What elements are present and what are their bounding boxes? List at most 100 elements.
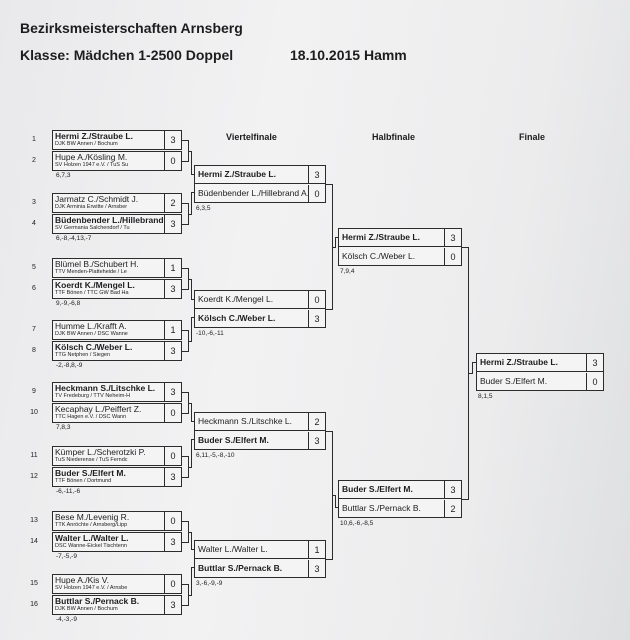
bracket-line [326,184,332,185]
bracket-line [191,532,192,550]
row-divider [195,430,325,431]
bracket-line [188,532,191,533]
bracket-line [182,477,188,478]
player-entry: Buttlar S./Pernack B.DJK BW Annen / Boch… [52,595,182,615]
pair-name: Koerdt K./Mengel L. [198,294,274,304]
match-row: Buttlar S./Pernack B.2 [339,500,461,518]
match-row: Buttlar S./Pernack B.3 [195,560,325,578]
bracket-line [182,330,188,331]
bracket-line [191,151,192,175]
match-score: 3 [164,280,181,298]
pair-name: Hermi Z./Straube L. [480,357,558,367]
entry-names: Koerdt K./Mengel L.TTF Bönen / TTC GW Ba… [55,280,163,296]
player-entry: Kecaphay L./Peiffert Z.TTC Hagen e.V. / … [52,403,182,423]
club-name: DJK BW Annen / DSC Wanne [55,331,128,337]
pair-name: Hermi Z./Straube L. [342,232,420,242]
pair-name: Kölsch C./Weber L. [342,251,416,261]
match-score: 3 [164,468,181,486]
pair-name: Buder S./Elfert M. [55,468,126,478]
set-results: -2,-8,8,-9 [56,362,83,369]
club-name: TuS Niederense / TuS Ferndc [55,457,128,463]
bracket-line [191,317,192,342]
pair-name: Hermi Z./Straube L. [198,169,276,179]
pair-name: Büdenbender L./Hillebrand A. [198,188,310,198]
club-name: TTK Anröchte / Arnsberg/Lipp [55,522,128,528]
bracket-line [191,439,194,440]
round-header-quarterfinal: Viertelfinale [226,132,277,142]
club-name: SV Germania Salchendorf / Tu [55,225,130,231]
seed-number: 3 [32,199,36,206]
seed-number: 4 [32,220,36,227]
seed-number: 13 [30,517,38,524]
pair-name: Kümper L./Scherotzki P. [55,447,146,457]
entry-names: Jarmatz C./Schmidt J.DJK Arminia Erwitte… [55,194,163,210]
class-title: Klasse: Mädchen 1-2500 Doppel [20,47,234,63]
match-score: 3 [308,166,325,184]
match-score: 0 [164,404,181,422]
bracket-line [472,362,473,374]
entry-names: Buder S./Elfert M.TTF Bönen / Dortmund [55,468,163,484]
match-score: 0 [308,291,325,309]
player-entry: Kümper L./Scherotzki P.TuS Niederense / … [52,446,182,466]
bracket-line [191,567,192,596]
match-score: 2 [308,413,325,431]
bracket-line [188,467,191,468]
set-results: -7,-5,-9 [56,553,77,560]
match-row: Kölsch C./Weber L.3 [195,310,325,328]
seed-number: 16 [30,601,38,608]
bracket-line [182,605,188,606]
bracket-line [462,499,468,500]
match-score: 0 [164,152,181,170]
entry-names: Heckmann S./Litschke L.TV Fredeburg / TT… [55,383,163,399]
entry-names: Bese M./Levenig R.TTK Anröchte / Arnsber… [55,512,163,528]
club-name: TTV Menden-Platteheide / Le [55,269,127,275]
club-name: TTC Hagen e.V. / DSC Wann [55,414,127,420]
entry-names: Kölsch C./Weber L.TTG Netphen / Siegen [55,342,163,358]
seed-number: 12 [30,473,38,480]
bracket-line [326,309,332,310]
club-name: DJK Arminia Erwitte / Arnsber [55,204,128,210]
match-row: Hermi Z./Straube L.3 [477,354,603,372]
bracket-line [188,595,191,596]
match-row: Heckmann S./Litschke L.2 [195,413,325,431]
player-entry: Hupe A./Kösling M.SV Holzen 1947 e.V. / … [52,151,182,171]
bracket-line [182,161,188,162]
bracket-line [182,140,188,141]
bracket-line [188,279,191,280]
pair-name: Walter L./Walter L. [55,533,129,543]
club-name: TTF Bönen / Dortmund [55,478,112,484]
entry-names: Kümper L./Scherotzki P.TuS Niederense / … [55,447,163,463]
round-header-semifinal: Halbfinale [372,132,416,142]
pair-name: Buttlar S./Pernack B. [342,503,421,513]
entry-names: Hupe A./Kösling M.SV Holzen 1947 e.V. / … [55,152,163,168]
entry-names: Blümel B./Schubert H.TTV Menden-Plattehe… [55,259,163,275]
pair-name: Hupe A./Kis V. [55,575,110,585]
match-score: 3 [308,310,325,328]
pair-name: Buttlar S./Pernack B. [55,596,140,606]
match-row: Kölsch C./Weber L.0 [339,248,461,266]
match-row: Hermi Z./Straube L. 3 [339,229,461,247]
match-row: Buder S./Elfert M.0 [477,373,603,391]
bracket-line [191,279,192,300]
set-results: 6,3,5 [196,205,211,212]
match-score: 1 [308,541,325,559]
entry-names: Walter L./Walter L.DSC Wanne-Eickel Tisc… [55,533,163,549]
row-divider [339,246,461,247]
match-score: 0 [164,512,181,530]
bracket-line [191,403,192,422]
player-entry: Jarmatz C./Schmidt J.DJK Arminia Erwitte… [52,193,182,213]
club-name: DJK BW Annen / Bochum [55,141,118,147]
seed-number: 9 [32,388,36,395]
row-divider [195,183,325,184]
match-score: 3 [444,229,461,247]
club-name: SV Holzen 1947 e.V. / Arnsbe [55,585,128,591]
pair-name: Jarmatz C./Schmidt J. [55,194,139,204]
row-divider [195,558,325,559]
bracket-line [191,439,192,468]
bracket-line [332,247,335,248]
date-place: 18.10.2015 Hamm [290,47,407,63]
